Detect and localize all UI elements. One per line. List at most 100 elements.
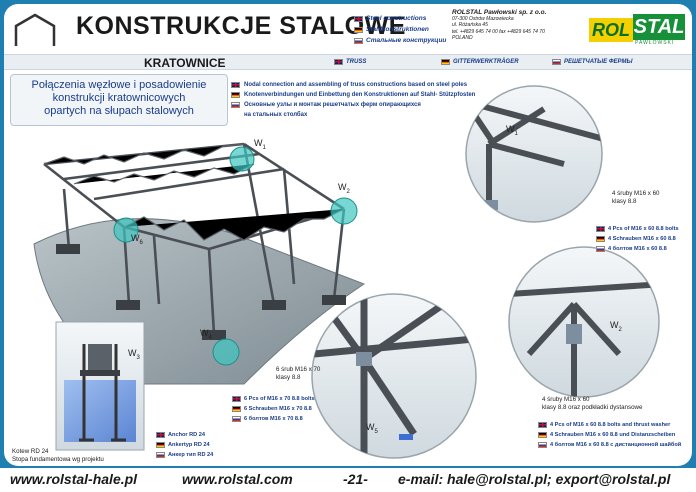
detail-w3-anchor	[55, 321, 145, 451]
brand-sub: PAWŁOWSKI	[635, 40, 675, 46]
flag-de-icon	[441, 59, 450, 65]
note-line: klasy 8.8	[276, 373, 301, 381]
detail-w1-label: W1	[506, 124, 518, 137]
heading-line: opartych na słupach stalowych	[44, 105, 194, 117]
footer-site-main[interactable]: www.rolstal.com	[182, 471, 293, 487]
detail-w2	[508, 246, 660, 398]
description-en: Nodal connection and assembling of truss…	[244, 82, 468, 88]
note-line: 6 śrub M16 x 70	[276, 366, 321, 373]
footing	[202, 330, 226, 340]
section-ru-label: РЕШЕТЧАТЫЕ ФЕРМЫ	[564, 59, 633, 65]
flag-de-icon	[538, 432, 547, 438]
section-en: TRUSS	[334, 59, 366, 65]
page-title: KONSTRUKCJE STALOWE	[76, 12, 406, 40]
w2-bolt-spec: 4 Pcs of M16 x 60 8.8 bolts and thrust w…	[538, 420, 681, 450]
footer-site-hale[interactable]: www.rolstal-hale.pl	[10, 471, 138, 487]
flag-en-icon	[232, 396, 241, 402]
flag-ru-icon	[596, 246, 605, 252]
node-w4-marker	[212, 338, 240, 366]
section-de: GITTERWERKTRÄGER	[441, 59, 519, 65]
heading-line: Połączenia węzłowe i posadowienie	[31, 79, 207, 91]
footer-email[interactable]: e-mail: hale@rolstal.pl; export@rolstal.…	[398, 471, 671, 487]
footing	[322, 295, 346, 305]
note-line: 4 śruby M16 x 60	[612, 190, 660, 197]
detail-w5	[311, 293, 477, 459]
company-name: ROLSTAL Pawłowski sp. z o.o.	[452, 9, 547, 16]
flag-de-icon	[232, 406, 241, 412]
spec-de: Ankertyp RD 24	[168, 442, 210, 448]
node-w1-label: W1	[254, 138, 266, 151]
spec-de: 4 Schrauben M16 x 60 8.8	[608, 236, 676, 242]
section-heading-box: Połączenia węzłowe i posadowienie konstr…	[10, 74, 228, 126]
spec-de: 4 Schrauben M16 x 60 8.8 und Distanzsche…	[550, 432, 676, 438]
flag-ru-icon	[538, 442, 547, 448]
country-line: POLAND	[452, 34, 473, 41]
flag-ru-icon	[231, 102, 240, 108]
title-translations: Steel constructions Stahlkonstruktionen …	[354, 13, 446, 46]
spec-ru: 6 болтов M16 x 70 8.8	[244, 416, 303, 422]
section-de-label: GITTERWERKTRÄGER	[453, 59, 519, 65]
node-markers	[113, 146, 358, 366]
description-translations: Nodal connection and assembling of truss…	[231, 80, 475, 120]
company-address: ROLSTAL Pawłowski sp. z o.o. 07-300 Ostr…	[452, 9, 547, 41]
flag-en-icon	[334, 59, 343, 65]
description-ru: Основные узлы и монтаж решетчатых ферм о…	[244, 102, 421, 108]
w3-anchor-spec: Anchor RD 24 Ankertyp RD 24 Анкер тип RD…	[156, 430, 213, 460]
node-w2-marker	[330, 197, 358, 225]
spec-ru: Анкер тип RD 24	[168, 452, 214, 458]
footing	[116, 300, 140, 310]
address-line: ul. Różańska 45	[452, 22, 488, 29]
column-footings	[56, 244, 346, 340]
brand-logo: ROL STAL PAWŁOWSKI	[589, 10, 687, 48]
node-w3-label: W3	[128, 348, 140, 361]
footer: www.rolstal-hale.pl www.rolstal.com -21-…	[0, 468, 696, 492]
w1-bolt-spec: 4 Pcs of M16 x 60 8.8 bolts 4 Schrauben …	[596, 224, 679, 254]
flag-ru-icon	[156, 452, 165, 458]
note-line: klasy 8.8	[612, 197, 637, 205]
w1-bolt-note: 4 śruby M16 x 60 klasy 8.8	[612, 190, 659, 205]
spec-ru: 4 болтов M16 x 60 8.8	[608, 246, 667, 252]
section-bar: KRATOWNICE TRUSS GITTERWERKTRÄGER РЕШЕТЧ…	[4, 54, 692, 70]
brand-rol: ROL	[589, 18, 633, 42]
node-w4-label: W4	[200, 328, 212, 341]
description-ru-cont: на стальных столбах	[244, 112, 308, 118]
w5-bolt-spec: 6 Pcs of M16 x 70 8.8 bolts 6 Schrauben …	[232, 394, 315, 424]
translation-ru: Стальные конструкции	[366, 37, 447, 44]
brand-stal: STAL	[633, 14, 685, 40]
w2-bolt-note: 4 śruby M16 x 60 klasy 8.8 oraz podkładk…	[542, 396, 642, 411]
hall-outline-icon	[14, 13, 56, 46]
node-w2-label: W2	[338, 182, 350, 195]
spec-en: 4 Pcs of M16 x 60 8.8 bolts and thrust w…	[550, 422, 671, 428]
flag-ru-icon	[552, 59, 561, 65]
footing	[56, 244, 80, 254]
translation-de: Stahlkonstruktionen	[366, 26, 429, 33]
flag-ru-icon	[232, 416, 241, 422]
heading-line: konstrukcji kratownicowych	[52, 92, 186, 104]
flag-de-icon	[231, 92, 240, 98]
footing	[262, 300, 286, 310]
w3-anchor-note: Kotew RD 24 Stopa fundamentowa wg projek…	[12, 448, 104, 463]
page-number: -21-	[343, 471, 368, 487]
flag-de-icon	[596, 236, 605, 242]
flag-ru-icon	[354, 37, 363, 44]
address-line: 07-300 Ostrów Mazowiecka	[452, 16, 514, 23]
detail-w2-label: W2	[610, 320, 622, 333]
flag-en-icon	[596, 226, 605, 232]
page-content: KONSTRUKCJE STALOWE Steel constructions …	[4, 4, 692, 466]
note-line: Kotew RD 24	[12, 448, 49, 455]
flag-en-icon	[156, 432, 165, 438]
spec-en: 4 Pcs of M16 x 60 8.8 bolts	[608, 226, 679, 232]
description-de: Knotenverbindungen und Einbettung den Ko…	[244, 92, 476, 98]
detail-w5-label: W5	[366, 422, 378, 435]
translation-en: Steel constructions	[366, 15, 427, 22]
note-line: klasy 8.8 oraz podkładki dystansowe	[542, 403, 643, 411]
node-w1-marker	[229, 146, 255, 172]
detail-w1	[465, 85, 603, 223]
flag-en-icon	[354, 15, 363, 22]
flag-de-icon	[156, 442, 165, 448]
section-ru: РЕШЕТЧАТЫЕ ФЕРМЫ	[552, 59, 633, 65]
section-en-label: TRUSS	[346, 59, 367, 65]
truss-web	[43, 143, 345, 241]
note-line: Stopa fundamentowa wg projektu	[12, 455, 104, 463]
